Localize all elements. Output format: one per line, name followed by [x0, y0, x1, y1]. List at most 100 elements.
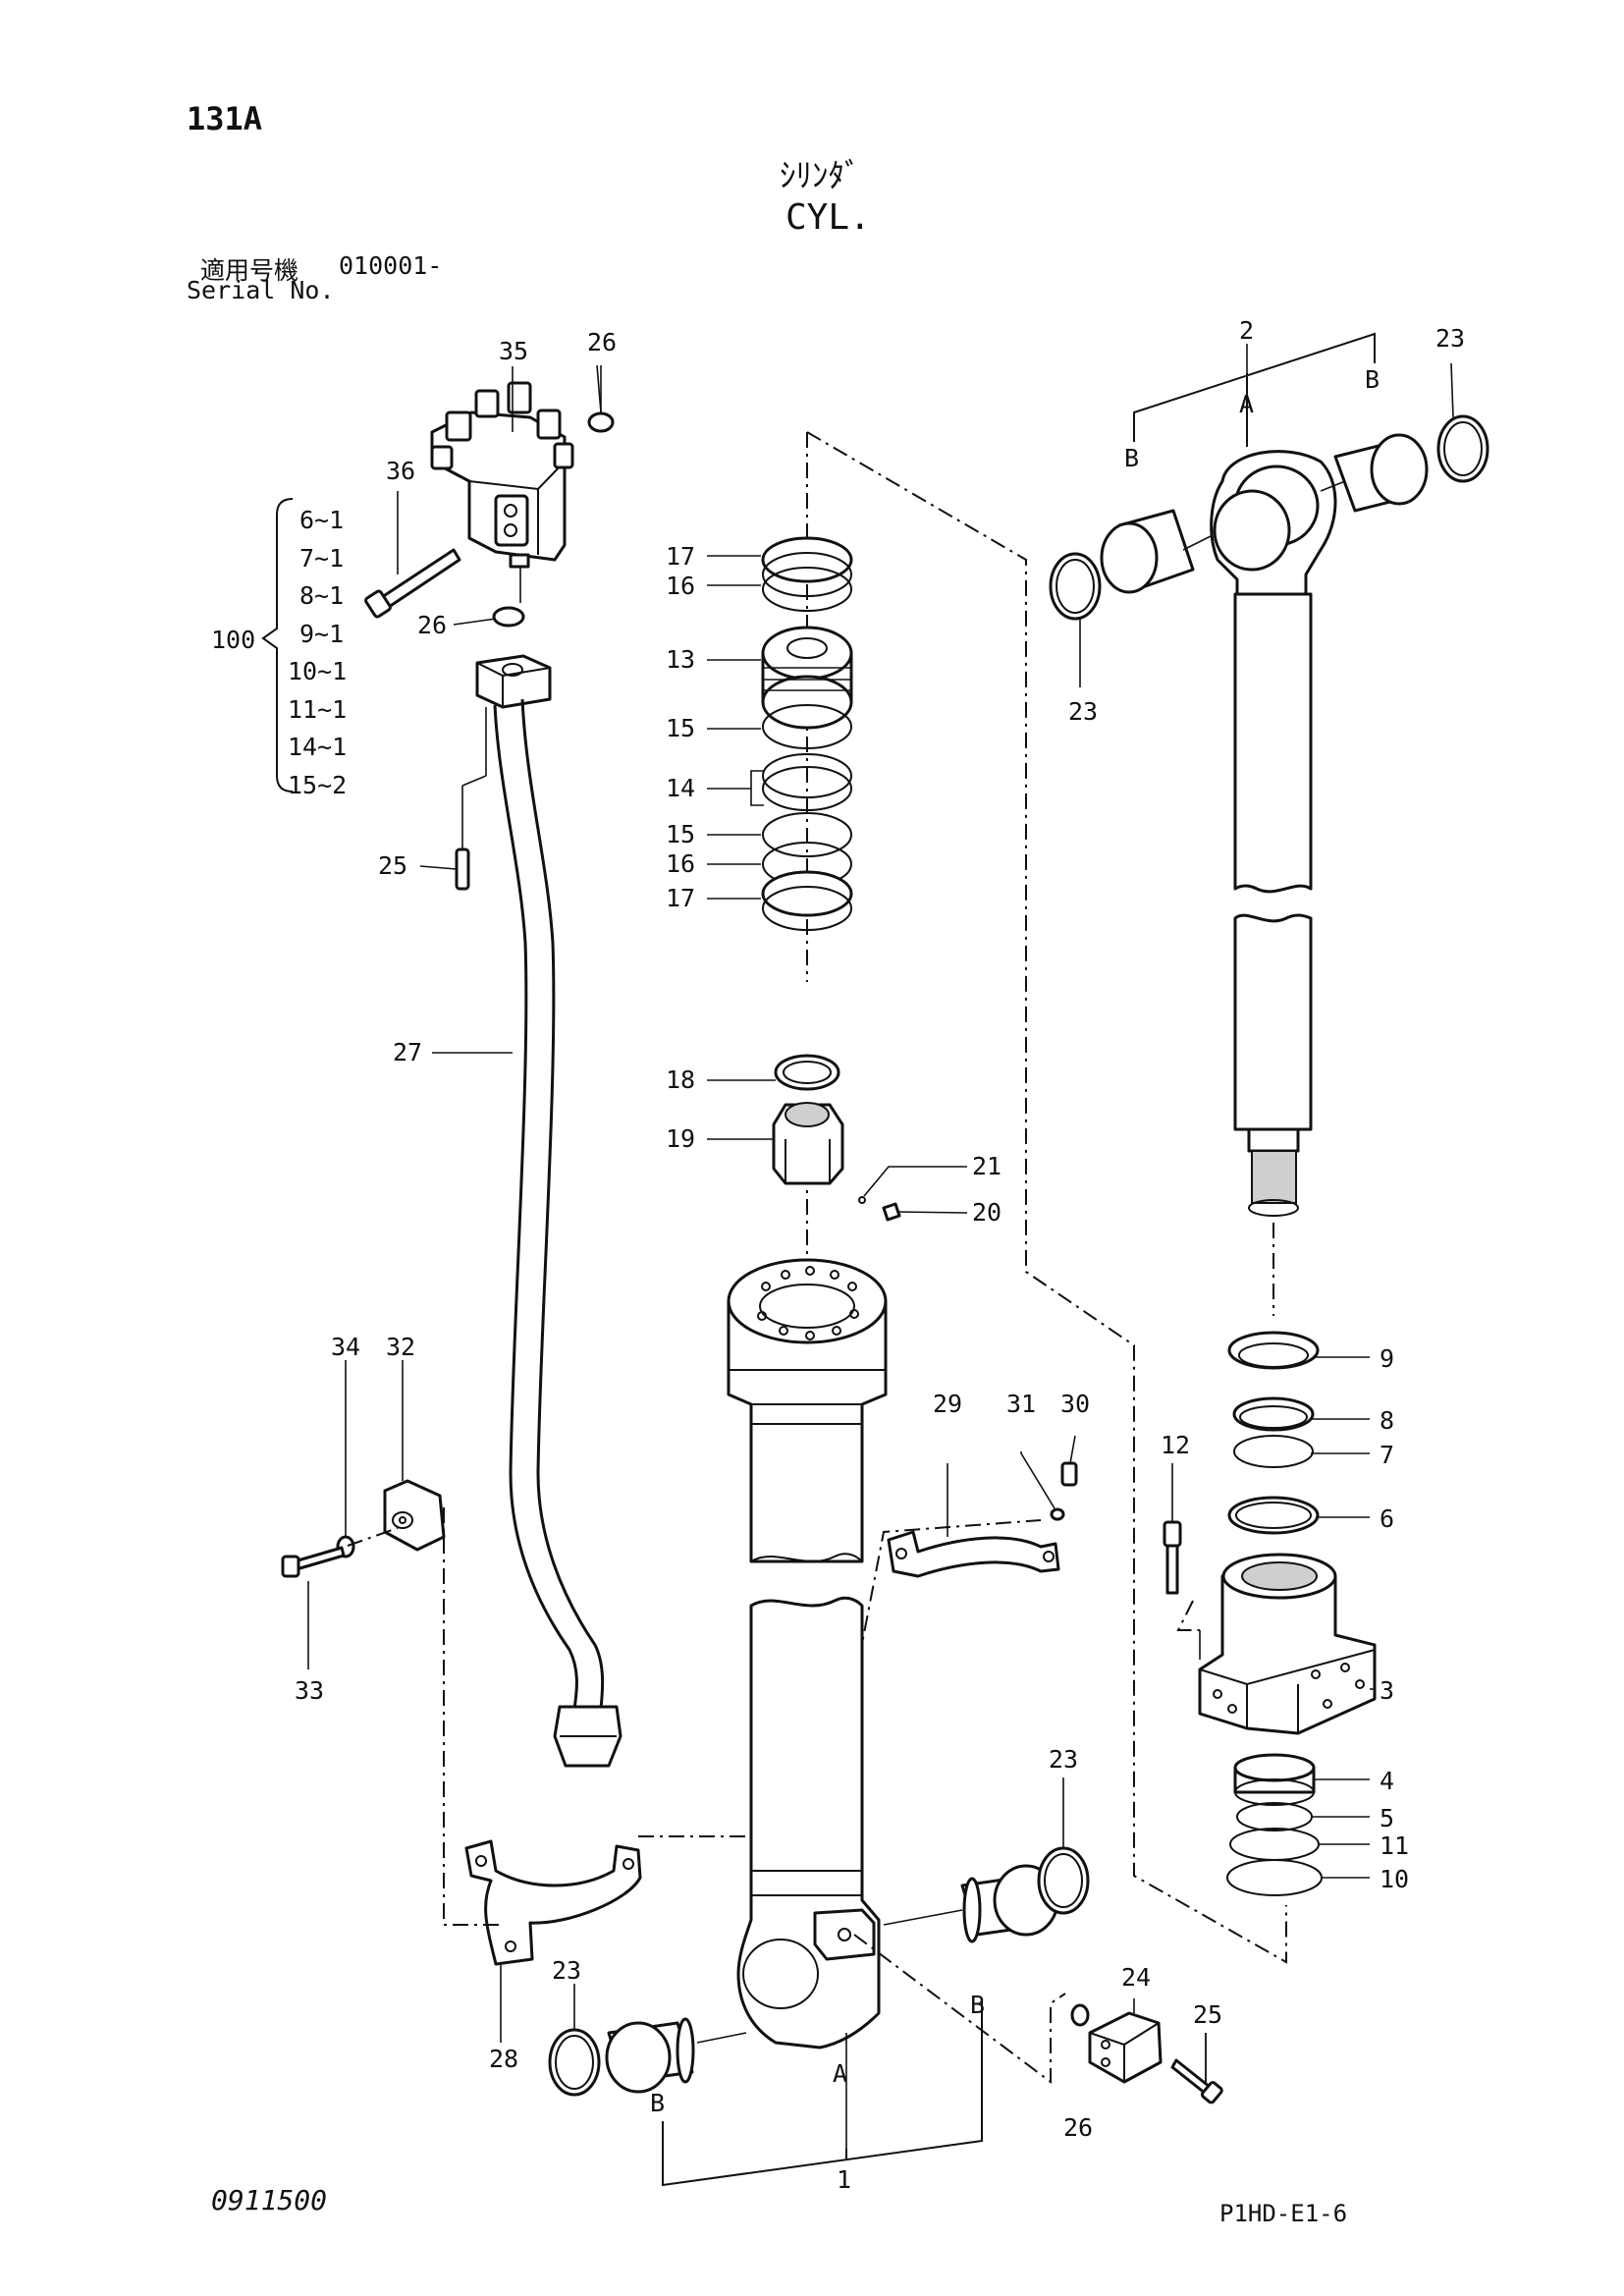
callout-36: 36 — [386, 457, 415, 485]
label-A: A — [1239, 390, 1254, 418]
callout-2: 2 — [1239, 316, 1254, 345]
callout-33: 33 — [295, 1676, 324, 1705]
callout-24: 24 — [1121, 1963, 1151, 1992]
callout-23: 23 — [552, 1956, 581, 1985]
callout-25: 25 — [1193, 2000, 1222, 2029]
clamp-29 — [887, 1463, 1060, 1578]
ring-16-top — [762, 567, 852, 612]
title-japanese: ｼﾘﾝﾀﾞ — [780, 156, 861, 194]
label-B: B — [1124, 444, 1139, 472]
callout-18: 18 — [666, 1066, 695, 1094]
bolt-36 — [364, 491, 461, 619]
bracket-1 — [662, 1998, 983, 2187]
callout-12: 12 — [1161, 1431, 1190, 1459]
cylinder-head-3 — [1176, 1553, 1377, 1735]
callout-28: 28 — [489, 2045, 518, 2073]
valve-block-24 — [1088, 1998, 1163, 2084]
group-item: 7~1 — [299, 544, 344, 573]
dust-seal-23-left — [548, 2028, 601, 2097]
callout-25: 25 — [378, 851, 407, 880]
callout-21: 21 — [972, 1152, 1001, 1180]
callout-14: 14 — [666, 774, 695, 802]
group-item: 10~1 — [288, 657, 347, 685]
nut-19 — [772, 1102, 844, 1185]
group-item: 14~1 — [288, 733, 347, 761]
ball-21-setscrew-20 — [858, 1196, 901, 1222]
callout-26: 26 — [417, 611, 447, 639]
callout-17: 17 — [666, 884, 695, 912]
callout-9: 9 — [1380, 1344, 1394, 1373]
clamp-32 — [383, 1360, 446, 1552]
serial-label: Serial No. — [187, 276, 335, 304]
group-item: 8~1 — [299, 581, 344, 610]
o-ring-26-lower-right — [1070, 2003, 1090, 2027]
page-number: 131A — [187, 100, 263, 137]
routing-line-main — [806, 431, 1287, 1964]
bushing-B-rod-left — [1100, 509, 1214, 594]
callout-1: 1 — [837, 2165, 851, 2194]
bushing-B-left — [605, 2017, 747, 2094]
group-item: 9~1 — [299, 620, 344, 648]
screw-30-washer-31 — [1020, 1452, 1078, 1521]
o-ring-18 — [774, 1054, 840, 1091]
seal-8-7 — [1232, 1396, 1315, 1468]
callout-7: 7 — [1380, 1441, 1394, 1469]
label-B: B — [970, 1991, 985, 2019]
bolt-25-left — [455, 775, 487, 891]
callout-8: 8 — [1380, 1406, 1394, 1435]
rod-eye-A — [1210, 450, 1337, 611]
group-item: 15~2 — [288, 771, 347, 799]
callout-29: 29 — [933, 1390, 962, 1418]
title-english: CYL. — [785, 197, 871, 238]
bolt-25-right — [1170, 2033, 1223, 2105]
dust-seal-23-right-lower — [1037, 1846, 1090, 1915]
callout-10: 10 — [1380, 1865, 1409, 1893]
piston-rod-lower — [1233, 913, 1313, 1316]
o-ring-26-lower — [492, 606, 525, 628]
leader-lines — [419, 364, 1375, 2082]
callout-5: 5 — [1380, 1804, 1394, 1832]
callout-26: 26 — [1063, 2113, 1093, 2142]
cylinder-tube-1 — [727, 1258, 888, 2160]
callout-35: 35 — [499, 337, 528, 365]
o-ring-26-top — [587, 365, 615, 433]
serial-from: 010001- — [339, 251, 443, 280]
clamp-28 — [464, 1839, 642, 2043]
bolt-12 — [1163, 1463, 1182, 1595]
callout-17: 17 — [666, 542, 695, 571]
seal-rings-14-15 — [762, 704, 852, 857]
piston-13 — [761, 626, 853, 730]
applicable-label: 適用号機 — [200, 256, 299, 285]
label-A: A — [833, 2059, 847, 2088]
callout-19: 19 — [666, 1124, 695, 1153]
callout-11: 11 — [1380, 1831, 1409, 1860]
bushing-4 — [1233, 1753, 1316, 1806]
callout-31: 31 — [1006, 1390, 1036, 1418]
callout-32: 32 — [386, 1333, 415, 1361]
footer-code: P1HD-E1-6 — [1219, 2200, 1347, 2227]
piston-rod-upper — [1233, 592, 1313, 894]
pipe-27 — [493, 698, 623, 1768]
bushing-B-rod-right — [1320, 433, 1429, 513]
callout-27: 27 — [393, 1038, 422, 1066]
callout-15: 15 — [666, 714, 695, 742]
callout-23: 23 — [1049, 1745, 1078, 1774]
valve-block-35 — [430, 381, 574, 603]
drawing-code: 0911500 — [211, 2184, 327, 2216]
callout-4: 4 — [1380, 1767, 1394, 1795]
callout-16: 16 — [666, 572, 695, 600]
washer-34 — [336, 1360, 355, 1558]
label-B: B — [1365, 365, 1380, 394]
callout-20: 20 — [972, 1198, 1001, 1227]
bolt-33 — [281, 1527, 399, 1669]
flange-block — [475, 654, 552, 776]
callout-34: 34 — [331, 1333, 360, 1361]
routing-line-left — [443, 1507, 501, 1926]
callout-3: 3 — [1380, 1676, 1394, 1705]
group-item: 6~1 — [299, 506, 344, 534]
callout-30: 30 — [1060, 1390, 1090, 1418]
bracket-2 — [1133, 332, 1376, 442]
group-bracket — [261, 498, 294, 793]
